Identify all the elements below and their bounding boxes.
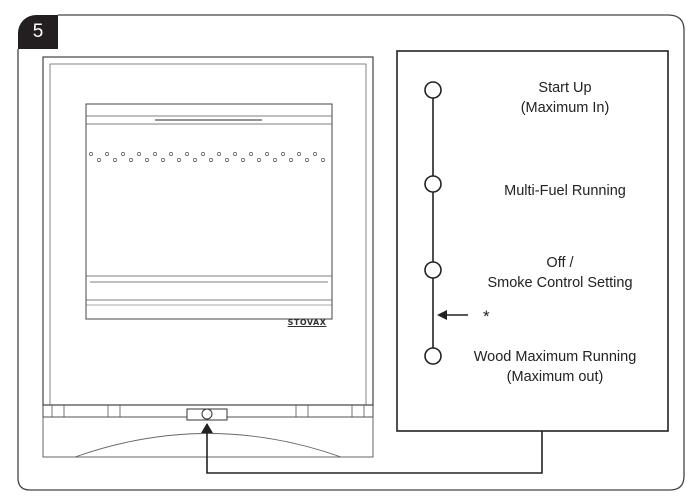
label-multi-fuel: Multi-Fuel Running: [465, 181, 665, 201]
label-start-up: Start Up (Maximum In): [470, 78, 660, 118]
label-multi-fuel-line1: Multi-Fuel Running: [504, 183, 626, 199]
label-off-line2: Smoke Control Setting: [487, 275, 633, 291]
marker-asterisk: *: [483, 307, 490, 326]
label-wood-max: Wood Maximum Running (Maximum out): [443, 347, 667, 387]
label-wood-max-line1: Wood Maximum Running: [473, 349, 637, 365]
pointer-arrow-head: [437, 310, 447, 320]
position-marker-multi-fuel: [424, 175, 442, 193]
settings-panel: [396, 50, 669, 432]
label-wood-max-line2: (Maximum out): [506, 369, 604, 385]
air-wash-holes: [89, 152, 325, 162]
position-marker-start-up: [424, 81, 442, 99]
stove-illustration: [42, 56, 374, 458]
label-off: Off / Smoke Control Setting: [455, 253, 665, 293]
label-off-line1: Off /: [546, 255, 574, 271]
connector-line: [206, 424, 543, 474]
label-start-up-line2: (Maximum In): [520, 100, 610, 116]
connector-arrowhead: [201, 423, 213, 433]
brand-logo: STOVAX: [287, 318, 327, 327]
position-marker-off: [424, 261, 442, 279]
position-marker-wood-max: [424, 347, 442, 365]
figure-frame: [17, 14, 685, 491]
step-number-badge: 5: [18, 15, 58, 49]
label-start-up-line1: Start Up: [538, 80, 592, 96]
